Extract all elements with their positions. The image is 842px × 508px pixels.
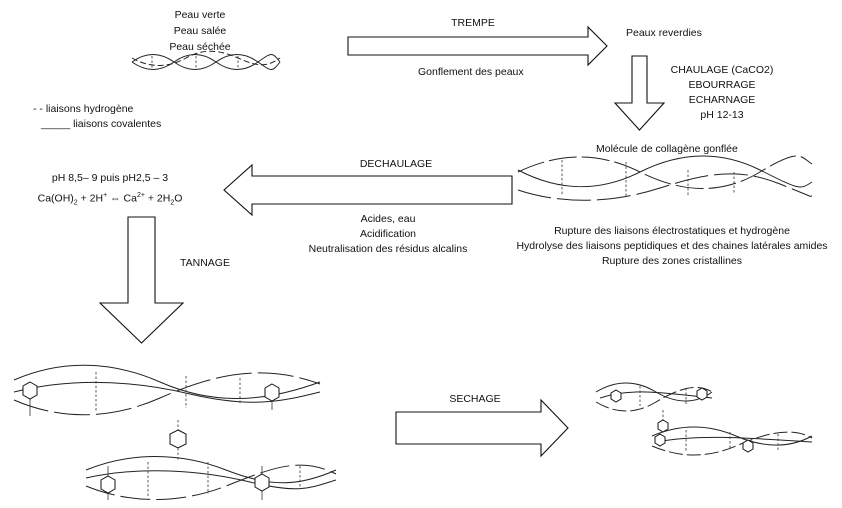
dechaulage-note-3: Neutralisation des résidus alcalins <box>308 243 468 255</box>
tannage-label: TANNAGE <box>180 257 230 269</box>
raw-hide-label-green: Peau verte <box>174 9 226 21</box>
tanned-collagen-strands <box>13 364 337 500</box>
raw-hide-label-salted: Peau salée <box>173 25 227 37</box>
dechaulage-equation: Ca(OH)2 + 2H+ ⇔ Ca2+ + 2H2O <box>37 192 183 207</box>
chaulage-arrow <box>613 55 666 131</box>
swelling-effect-1: Rupture des liaisons électrostatiques et… <box>554 225 790 237</box>
sechage-arrow <box>395 398 569 458</box>
swelling-effect-2: Hydrolyse des liaisons peptidiques et de… <box>516 240 828 252</box>
chaulage-line-2: EBOURRAGE <box>688 79 756 91</box>
sechage-label: SECHAGE <box>449 393 501 405</box>
tannage-arrow <box>98 216 185 344</box>
swollen-collagen-label: Molécule de collagène gonflée <box>596 143 738 155</box>
rehydrated-hides-label: Peaux reverdies <box>626 27 702 39</box>
dried-leather-strands <box>595 382 813 456</box>
swelling-effect-3: Rupture des zones cristallines <box>601 255 743 267</box>
trempe-arrow <box>347 25 608 67</box>
trempe-label: TREMPE <box>451 17 495 29</box>
raw-hide-strands <box>131 50 281 70</box>
legend-covalent-bonds: _____ liaisons covalentes <box>41 118 162 130</box>
ph-note: pH 8,5– 9 puis pH2,5 – 3 <box>51 172 169 184</box>
dechaulage-label: DECHAULAGE <box>359 158 433 170</box>
raw-hide-label-dried: Peau séchée <box>169 41 231 53</box>
chaulage-line-3: ECHARNAGE <box>688 94 756 106</box>
chaulage-line-4: pH 12-13 <box>700 109 744 121</box>
dechaulage-note-1: Acides, eau <box>360 213 416 225</box>
dechaulage-arrow <box>223 163 513 217</box>
swollen-collagen-strands <box>517 155 813 201</box>
trempe-note: Gonflement des peaux <box>418 66 524 78</box>
dechaulage-note-2: Acidification <box>359 228 417 240</box>
chaulage-line-1: CHAULAGE (CaCO2) <box>670 64 774 76</box>
legend-hydrogen-bonds: - - liaisons hydrogène <box>33 103 134 115</box>
